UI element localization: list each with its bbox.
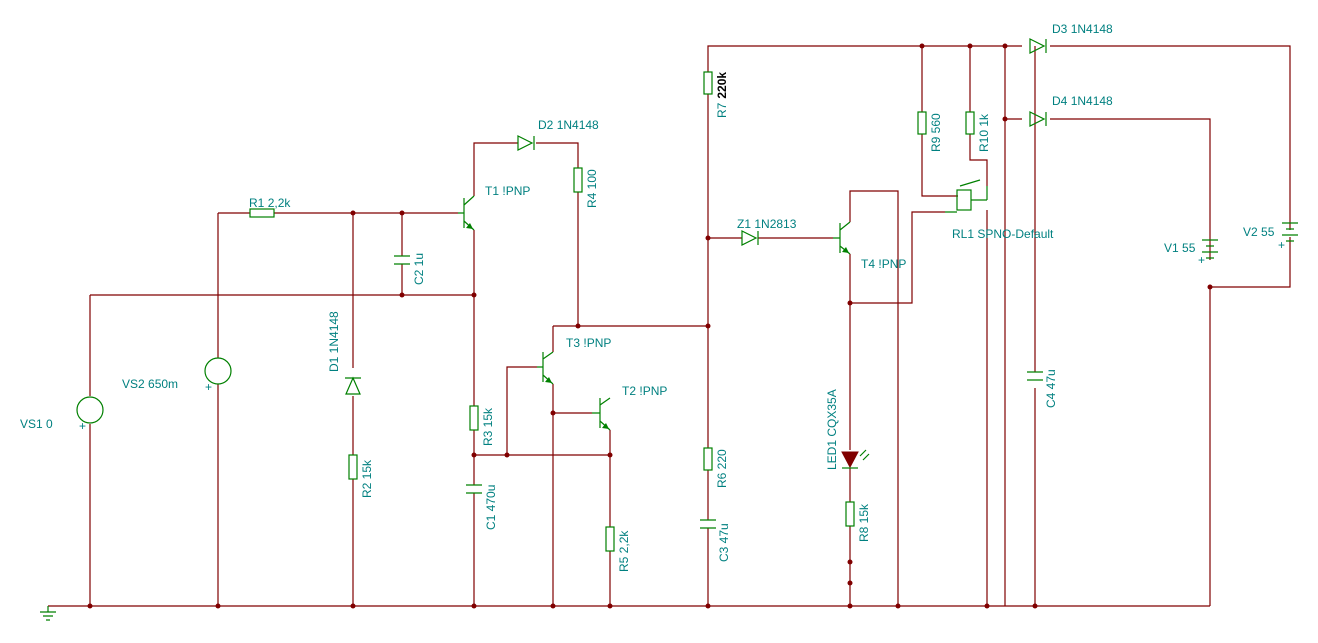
t2-transistor: T2 !PNP xyxy=(592,384,667,431)
r2-label: R2 15k xyxy=(360,459,374,498)
c3-capacitor: C3 47u xyxy=(700,519,731,562)
r8-label: R8 15k xyxy=(857,503,871,542)
d1-label: D1 1N4148 xyxy=(327,311,341,372)
c2-label: C2 1u xyxy=(412,253,426,285)
rl1-label: RL1 SPNO-Default xyxy=(952,227,1054,241)
c4-capacitor: C4 47u xyxy=(1027,369,1058,408)
r7-label: R7 220k xyxy=(713,72,730,118)
junctions xyxy=(87,43,1213,609)
d1-diode: D1 1N4148 xyxy=(327,311,361,395)
d2-label: D2 1N4148 xyxy=(538,118,599,132)
vs2-label: VS2 650m xyxy=(122,377,178,391)
v1-label: V1 55 xyxy=(1164,241,1196,255)
r3-resistor: R3 15k xyxy=(469,405,495,446)
led1-label: LED1 CQX35A xyxy=(825,389,839,470)
t3-label: T3 !PNP xyxy=(566,336,611,350)
t1-label: T1 !PNP xyxy=(485,184,530,198)
led1-led: LED1 CQX35A xyxy=(825,389,870,470)
c2-capacitor: C2 1u xyxy=(394,253,426,285)
v2-plus: + xyxy=(1278,238,1285,252)
t2-label: T2 !PNP xyxy=(622,384,667,398)
vs1-source: + VS1 0 xyxy=(20,396,104,433)
vs2-plus: + xyxy=(205,380,212,394)
vs2-source: + VS2 650m xyxy=(122,357,232,394)
r8-resistor: R8 15k xyxy=(845,501,871,542)
d3-diode: D3 1N4148 xyxy=(1029,22,1113,54)
d2-diode: D2 1N4148 xyxy=(517,118,599,151)
v1-plus: + xyxy=(1198,253,1205,267)
rl1-relay: RL1 SPNO-Default xyxy=(945,179,1054,241)
c4-label: C4 47u xyxy=(1044,369,1058,408)
r10-resistor: R10 1k xyxy=(965,111,991,152)
r3-label: R3 15k xyxy=(481,407,495,446)
r4-label: R4 100 xyxy=(585,169,599,208)
d4-diode: D4 1N4148 xyxy=(1029,94,1113,127)
r1-label: R1 2,2k xyxy=(249,196,291,210)
c1-label: C1 470u xyxy=(484,485,498,530)
r10-label: R10 1k xyxy=(977,113,991,152)
z1-label: Z1 1N2813 xyxy=(737,217,797,231)
c3-label: C3 47u xyxy=(717,523,731,562)
v1-battery: + V1 55 xyxy=(1164,239,1218,267)
d3-label: D3 1N4148 xyxy=(1052,22,1113,36)
r6-resistor: R6 220 xyxy=(703,447,729,488)
v2-battery: + V2 55 xyxy=(1243,222,1298,252)
vs1-plus: + xyxy=(79,419,86,433)
t3-transistor: T3 !PNP xyxy=(537,336,611,385)
t4-label: T4 !PNP xyxy=(861,257,906,271)
vs1-label: VS1 0 xyxy=(20,417,53,431)
r1-resistor: R1 2,2k xyxy=(249,196,291,218)
ground-icon xyxy=(40,606,56,621)
v2-label: V2 55 xyxy=(1243,225,1275,239)
t1-transistor: T1 !PNP xyxy=(458,184,530,231)
r5-resistor: R5 2,2k xyxy=(605,526,631,572)
r4-resistor: R4 100 xyxy=(573,167,599,208)
r9-label: R9 560 xyxy=(929,113,943,152)
wires xyxy=(48,45,1291,607)
c1-capacitor: C1 470u xyxy=(466,484,498,530)
r7-resistor: R7 220k xyxy=(703,71,730,118)
r6-label: R6 220 xyxy=(715,449,729,488)
r2-resistor: R2 15k xyxy=(348,454,374,498)
r9-resistor: R9 560 xyxy=(917,111,943,152)
d4-label: D4 1N4148 xyxy=(1052,94,1113,108)
t4-transistor: T4 !PNP xyxy=(833,221,906,271)
z1-zener-diode: Z1 1N2813 xyxy=(737,217,797,246)
r5-label: R5 2,2k xyxy=(617,530,631,572)
